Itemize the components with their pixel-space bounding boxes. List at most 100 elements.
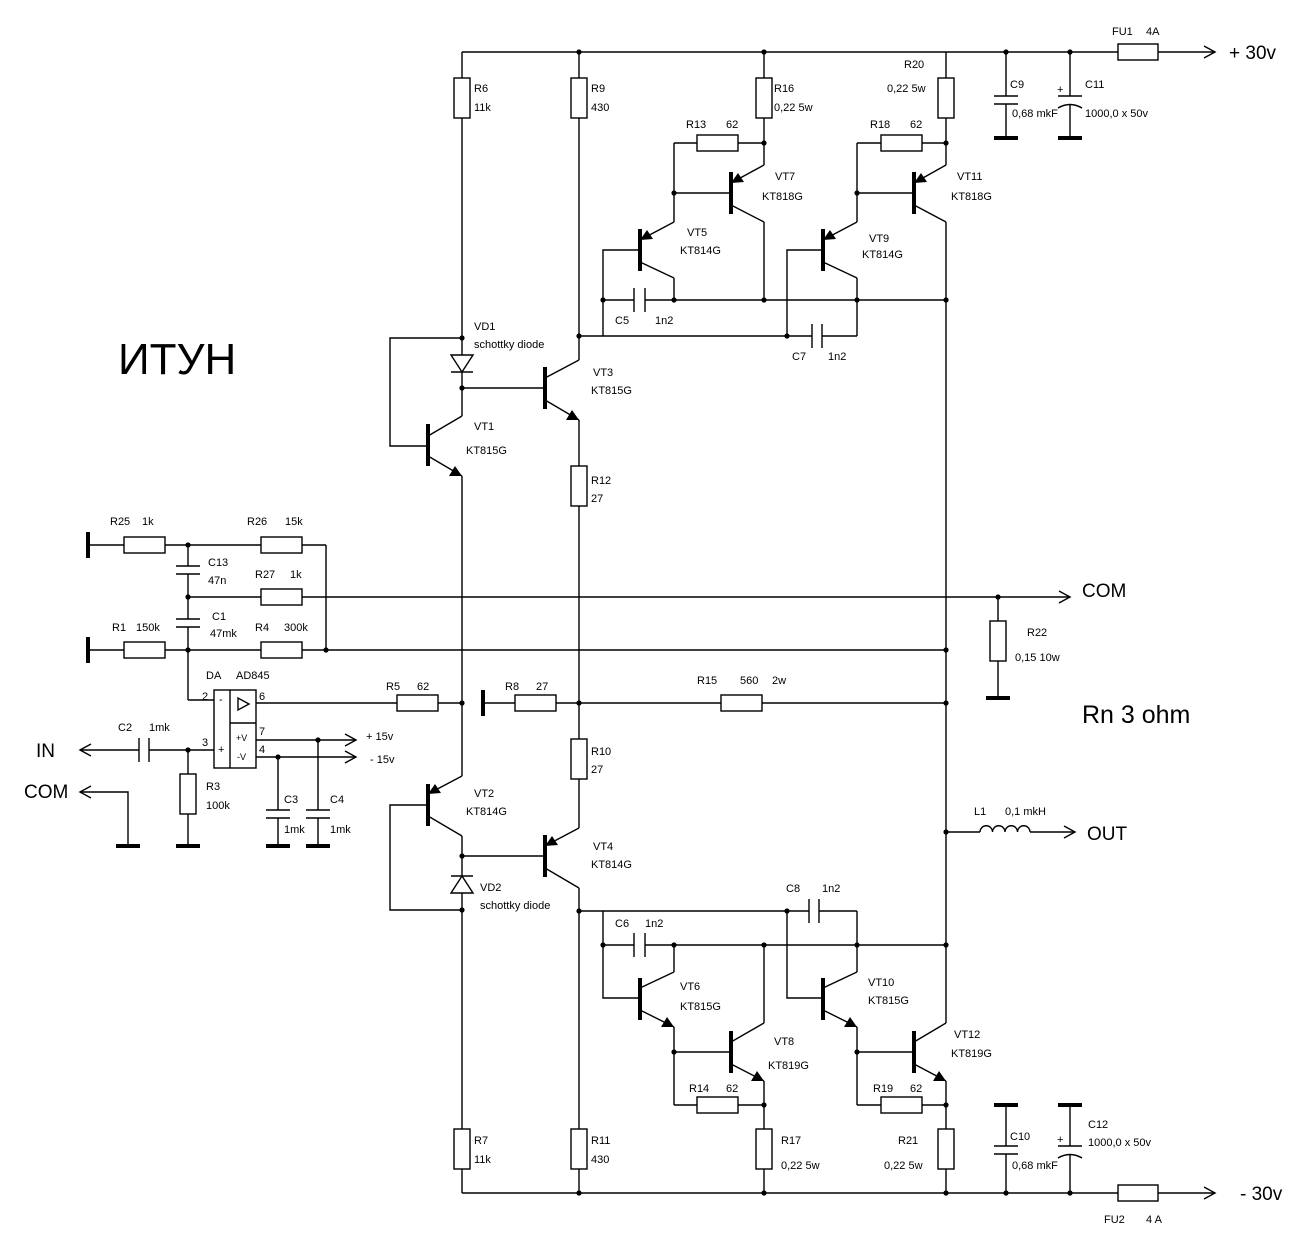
r7-ref: R7 bbox=[474, 1135, 488, 1147]
capacitors bbox=[138, 95, 1083, 1159]
r15-value: 560 bbox=[740, 675, 758, 687]
r14-ref: R14 bbox=[689, 1083, 709, 1095]
opamp-pin3: 3 bbox=[202, 737, 208, 749]
fu2-value: 4 A bbox=[1146, 1214, 1163, 1226]
r19-value: 62 bbox=[910, 1083, 922, 1095]
c13-ref: C13 bbox=[208, 557, 228, 569]
vt9-ref: VT9 bbox=[869, 233, 889, 245]
load-note: Rn 3 ohm bbox=[1082, 701, 1190, 729]
capacitor-c6 bbox=[633, 933, 646, 957]
fu2-ref: FU2 bbox=[1104, 1214, 1125, 1226]
r15-power: 2w bbox=[772, 675, 786, 687]
c7-value: 1n2 bbox=[828, 351, 846, 363]
opamp-pin6: 6 bbox=[259, 691, 265, 703]
vt4-value: KT814G bbox=[591, 859, 632, 871]
r22-ref: R22 bbox=[1027, 627, 1047, 639]
r16-value: 0,22 5w bbox=[774, 102, 813, 114]
vt6-ref: VT6 bbox=[680, 981, 700, 993]
vt2-ref: VT2 bbox=[474, 788, 494, 800]
resistor-r20 bbox=[937, 77, 955, 119]
r4-ref: R4 bbox=[255, 622, 269, 634]
vt2-value: KT814G bbox=[466, 806, 507, 818]
l1-value: 0,1 mkH bbox=[1005, 806, 1046, 818]
transistor-vt5 bbox=[638, 221, 675, 279]
vt5-ref: VT5 bbox=[687, 227, 707, 239]
vt12-ref: VT12 bbox=[954, 1029, 980, 1041]
r12-ref: R12 bbox=[591, 475, 611, 487]
c6-ref: C6 bbox=[615, 918, 629, 930]
port-com: COM bbox=[1082, 581, 1126, 602]
vt3-value: KT815G bbox=[591, 385, 632, 397]
vt12-value: KT819G bbox=[951, 1048, 992, 1060]
vt6-value: KT815G bbox=[680, 1001, 721, 1013]
opamp-plus: + bbox=[218, 744, 224, 756]
c4-ref: C4 bbox=[330, 794, 344, 806]
schematic-title: ИТУН bbox=[118, 335, 236, 384]
r14-value: 62 bbox=[726, 1083, 738, 1095]
c1-value: 47mk bbox=[210, 628, 237, 640]
resistor-r18 bbox=[880, 134, 923, 152]
resistor-r9 bbox=[570, 77, 588, 119]
vt11-value: KT818G bbox=[951, 191, 992, 203]
c2-ref: C2 bbox=[118, 722, 132, 734]
r13-value: 62 bbox=[726, 119, 738, 131]
r6-ref: R6 bbox=[474, 83, 488, 95]
r18-value: 62 bbox=[910, 119, 922, 131]
r26-ref: R26 bbox=[247, 516, 267, 528]
transistor-vt10 bbox=[821, 971, 858, 1028]
r13-ref: R13 bbox=[686, 119, 706, 131]
r1-ref: R1 bbox=[112, 622, 126, 634]
r4-value: 300k bbox=[284, 622, 308, 634]
r9-value: 430 bbox=[591, 102, 609, 114]
capacitor-c12 bbox=[1057, 1145, 1083, 1159]
r8-ref: R8 bbox=[505, 681, 519, 693]
l1-ref: L1 bbox=[974, 806, 986, 818]
resistor-r16 bbox=[755, 77, 773, 119]
c10-value: 0,68 mkF bbox=[1012, 1160, 1058, 1172]
opamp-pin7: 7 bbox=[259, 726, 265, 738]
resistor-r17 bbox=[755, 1128, 773, 1170]
r10-value: 27 bbox=[591, 764, 603, 776]
vd1-ref: VD1 bbox=[474, 321, 495, 333]
vd1-value: schottky diode bbox=[474, 339, 544, 351]
capacitor-c13 bbox=[176, 565, 200, 575]
port-p15: + 15v bbox=[366, 731, 394, 743]
c11-value: 1000,0 x 50v bbox=[1085, 108, 1148, 120]
r26-value: 15k bbox=[285, 516, 303, 528]
capacitor-c9 bbox=[994, 95, 1018, 105]
r15-ref: R15 bbox=[697, 675, 717, 687]
capacitor-c5 bbox=[633, 288, 646, 312]
opamp-ref: DA bbox=[206, 670, 222, 682]
resistor-r27 bbox=[260, 588, 303, 606]
port-neg-30v: - 30v bbox=[1240, 1184, 1283, 1205]
capacitor-c2 bbox=[138, 738, 150, 762]
capacitor-c7 bbox=[811, 324, 823, 348]
opamp-part: AD845 bbox=[236, 670, 270, 682]
r18-ref: R18 bbox=[870, 119, 890, 131]
resistors bbox=[123, 77, 1007, 1170]
transistor-vt4 bbox=[543, 827, 580, 889]
resistor-r22 bbox=[989, 620, 1007, 662]
resistor-r4 bbox=[260, 641, 303, 659]
port-m15: - 15v bbox=[370, 754, 395, 766]
c9-value: 0,68 mkF bbox=[1012, 108, 1058, 120]
c10-ref: C10 bbox=[1010, 1131, 1030, 1143]
vt10-value: KT815G bbox=[868, 995, 909, 1007]
vt1-value: KT815G bbox=[466, 445, 507, 457]
resistor-r1 bbox=[123, 641, 166, 659]
opamp-pin4: 4 bbox=[259, 744, 265, 756]
resistor-r26 bbox=[260, 536, 303, 554]
opamp-minus: - bbox=[219, 694, 223, 706]
c11-ref: C11 bbox=[1085, 79, 1104, 91]
r1-value: 150k bbox=[136, 622, 160, 634]
ground-bars bbox=[86, 136, 1082, 1107]
c5-ref: C5 bbox=[615, 315, 629, 327]
c4-value: 1mk bbox=[330, 824, 351, 836]
diode-vd1 bbox=[449, 354, 475, 374]
vt10-ref: VT10 bbox=[868, 977, 894, 989]
r5-value: 62 bbox=[417, 681, 429, 693]
capacitor-c8 bbox=[808, 899, 820, 923]
c12-ref: C12 bbox=[1088, 1119, 1108, 1131]
transistor-vt6 bbox=[638, 971, 675, 1028]
vt1-ref: VT1 bbox=[474, 421, 494, 433]
